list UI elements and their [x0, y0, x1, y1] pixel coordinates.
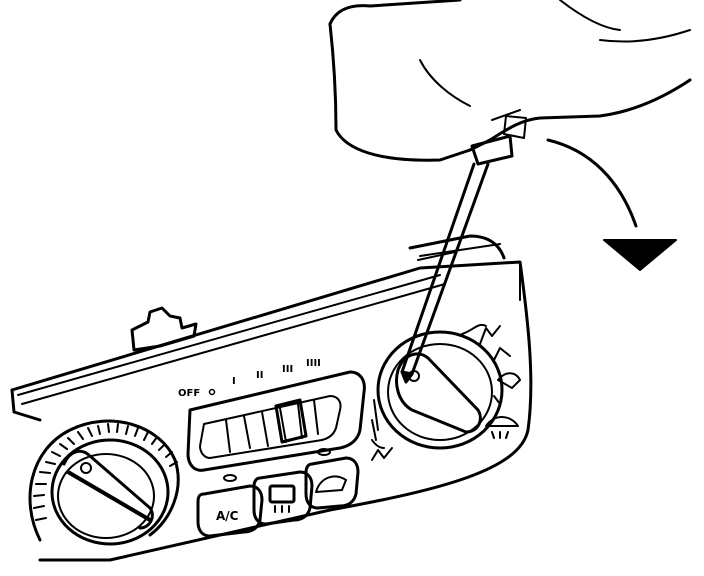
defrost-icon: [485, 416, 519, 439]
mode-scale: [371, 324, 501, 449]
fan-label-3: III: [282, 364, 293, 375]
fan-speed-slider[interactable]: [186, 370, 366, 472]
fan-label-2: II: [256, 370, 263, 381]
rear-defrost-icon: [268, 484, 296, 504]
fan-label-off: OFF: [178, 388, 200, 399]
control-panel: [10, 234, 533, 562]
mode-knob[interactable]: [376, 330, 504, 450]
rear-defrost-button[interactable]: [252, 470, 314, 526]
vent-bilevel-icon: [493, 347, 511, 361]
floor-defrost-icon: [371, 447, 393, 461]
recirculation-icon: [315, 475, 347, 493]
temperature-scale: [33, 423, 178, 521]
rotation-arrow: [546, 138, 677, 271]
fan-label-1: I: [232, 376, 236, 387]
hand: [328, 0, 692, 162]
ac-button-label: A/C: [216, 509, 239, 523]
recirculation-button[interactable]: [304, 456, 360, 510]
ac-button[interactable]: [196, 484, 264, 538]
floor-icon: [497, 372, 521, 389]
fan-label-4: IIII: [306, 358, 321, 369]
screwdriver: [400, 115, 527, 384]
vent-face-icon: [479, 325, 501, 345]
temperature-knob[interactable]: [28, 419, 180, 546]
